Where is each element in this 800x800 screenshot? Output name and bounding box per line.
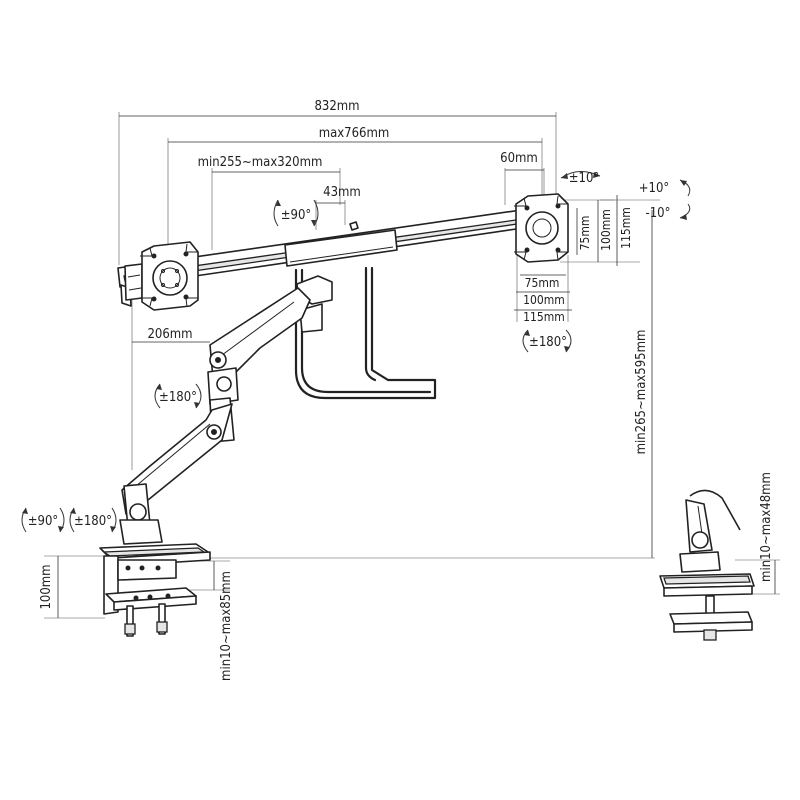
rotate-plate-label: ±90° (281, 208, 312, 223)
max-width-label: max766mm (319, 126, 390, 141)
rotation-plate: ±90° (273, 199, 319, 227)
overall-width-dimension: 832mm (118, 99, 557, 265)
grommet-mount-detail (659, 489, 755, 641)
grommet-range-label: min10~max48mm (759, 472, 774, 582)
tilt-up-label: +10° (639, 181, 670, 196)
rotation-swivel-plate: ±180° (522, 329, 572, 353)
desk-clamp (99, 519, 211, 637)
right-vesa-plate (514, 193, 569, 263)
rotation-swivel-elbow: ±180° (154, 383, 202, 409)
swivel-elbow-label: ±180° (159, 390, 197, 405)
vesa-vertical-100: 100mm (599, 209, 613, 251)
clamp-height-dimension: 100mm (39, 555, 105, 619)
vesa-vertical-75: 75mm (578, 216, 592, 251)
tilt-top-label: ±10° (569, 171, 600, 186)
overall-width-label: 832mm (314, 99, 359, 114)
vesa-horizontal-100: 100mm (523, 293, 565, 307)
arm-range-dimension: min255~max320mm (198, 155, 341, 250)
plate-offset-label: 60mm (500, 151, 538, 166)
max-width-dimension: max766mm (167, 126, 543, 250)
rotation-tilt-top: ±10° (560, 171, 601, 186)
rail-to-pole-label: 206mm (147, 327, 192, 342)
rotation-tilt-up: +10° (639, 179, 691, 197)
rotation-base-rotate: ±90° (21, 507, 65, 533)
grommet-range-dimension: min10~max48mm (735, 472, 780, 595)
rotation-base-swivel: ±180° (69, 507, 117, 533)
clamp-height-label: 100mm (39, 564, 54, 609)
vesa-horizontal-115: 115mm (523, 310, 565, 324)
tilt-down-label: -10° (646, 206, 671, 221)
vesa-horizontal-75: 75mm (525, 276, 560, 290)
vesa-vertical-dimensions: 75mm 100mm 115mm (560, 195, 640, 266)
swivel-base-label: ±180° (74, 514, 112, 529)
monitor-arm (121, 287, 311, 529)
swivel-plate-label: ±180° (529, 335, 567, 350)
left-vesa-plate (140, 241, 199, 311)
rear-handle (294, 266, 437, 400)
height-range-dimension: min265~max595mm (200, 199, 660, 559)
desk-range-label: min10~max85mm (219, 571, 234, 681)
arm-range-label: min255~max320mm (198, 155, 323, 170)
rotate-base-label: ±90° (28, 514, 59, 529)
center-offset-label: 43mm (323, 185, 361, 200)
height-range-label: min265~max595mm (634, 330, 649, 455)
rotation-tilt-down: -10° (646, 203, 691, 221)
vesa-horizontal-dimensions: 75mm 100mm 115mm (514, 255, 572, 324)
desk-range-dimension: min10~max85mm (185, 560, 234, 681)
rail-to-pole-dimension: 206mm (131, 300, 210, 470)
vesa-vertical-115: 115mm (619, 207, 633, 249)
